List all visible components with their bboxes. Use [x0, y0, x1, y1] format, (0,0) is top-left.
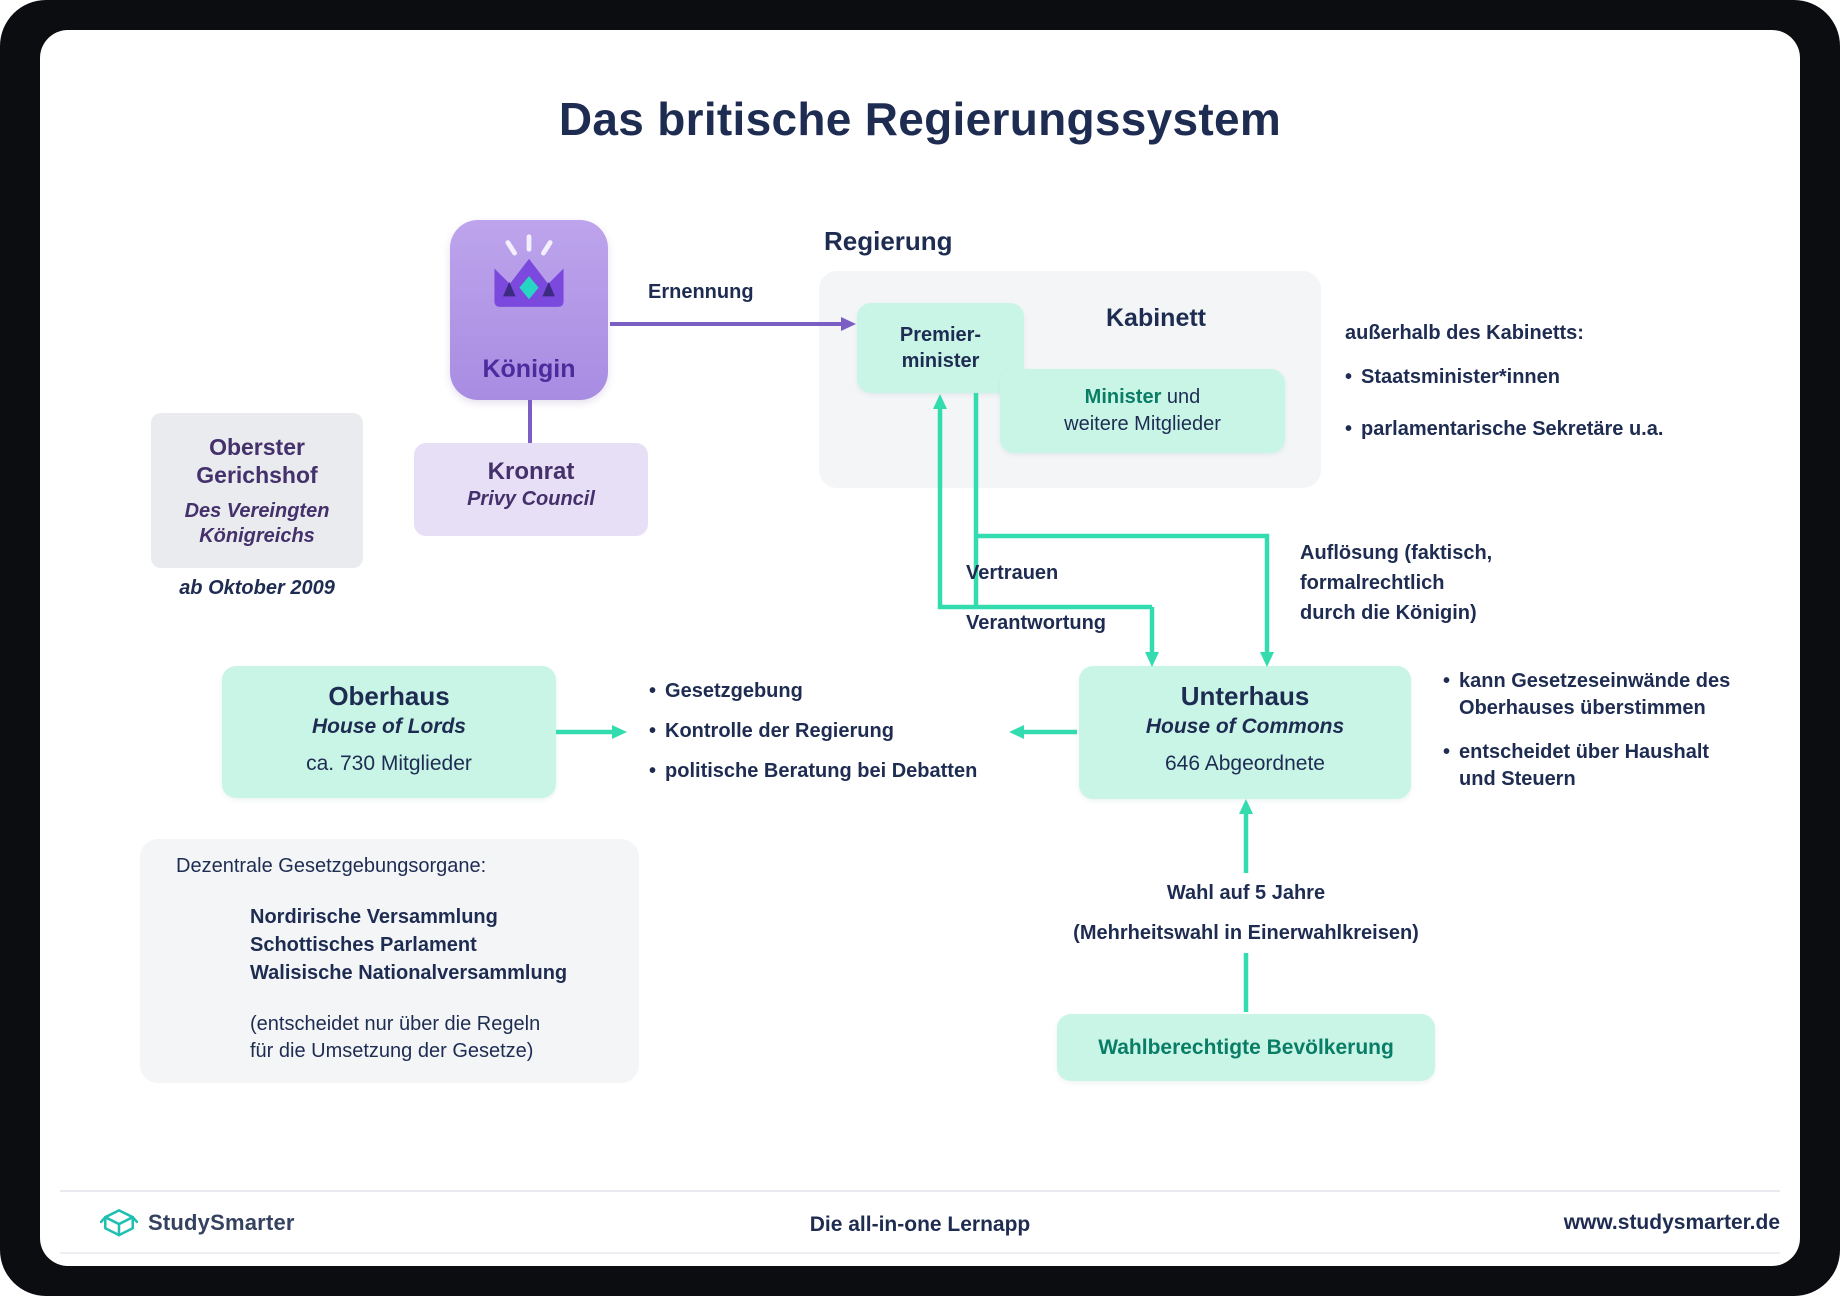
function-item: • Kontrolle der Regierung — [649, 720, 977, 743]
unterhaus-box: Unterhaus House of Commons 646 Abgeordne… — [1079, 666, 1411, 799]
power-item-label: entscheidet über Haushalt und Steuern — [1459, 741, 1710, 790]
kronrat-title: Kronrat — [487, 458, 575, 485]
outside-cabinet-item: • parlamentarische Sekretäre u.a. — [1345, 418, 1663, 441]
devolved-heading: Dezentrale Gesetzgebungsorgane: — [176, 855, 487, 877]
power-item-label: kann Gesetzeseinwände des Oberhauses übe… — [1459, 670, 1731, 719]
vertrauen-label: Vertrauen — [966, 562, 1059, 584]
function-item-label: Kontrolle der Regierung — [665, 720, 894, 742]
supreme-court-subtitle: Des Vereingten Königreichs — [184, 500, 330, 548]
supreme-court-name: Oberster Gerichshof — [196, 434, 318, 489]
power-item: • kann Gesetzeseinwände des Oberhauses ü… — [1443, 668, 1739, 722]
footer-separator — [60, 1190, 1780, 1192]
function-item-label: politische Beratung bei Debatten — [665, 760, 978, 782]
page-title: Das britische Regierungssystem — [558, 93, 1282, 145]
oberhaus-title: Oberhaus — [328, 681, 450, 711]
unterhaus-info: 646 Abgeordnete — [1165, 752, 1325, 775]
bullet-marker: • — [1443, 741, 1451, 763]
footer-tagline: Die all-in-one Lernapp — [809, 1213, 1031, 1236]
queen-label: Königin — [482, 355, 576, 383]
function-item-label: Gesetzgebung — [665, 680, 803, 702]
minister-bold-text: Minister — [1084, 386, 1162, 408]
power-item: • entscheidet über Haushalt und Steuern — [1443, 739, 1739, 793]
brand-name: StudySmarter — [148, 1210, 295, 1235]
bullet-marker: • — [1443, 670, 1451, 692]
premierminister-box: Premier- minister — [857, 303, 1024, 393]
unterhaus-subtitle: House of Commons — [1145, 715, 1345, 738]
oberhaus-info: ca. 730 Mitglieder — [306, 752, 472, 775]
oberhaus-box: Oberhaus House of Lords ca. 730 Mitglied… — [222, 666, 556, 798]
crown-icon — [494, 234, 564, 307]
function-item: • Gesetzgebung — [649, 680, 977, 703]
supreme-court-box: Oberster Gerichshof Des Vereingten König… — [151, 413, 363, 568]
unterhaus-powers-list: • kann Gesetzeseinwände des Oberhauses ü… — [1443, 668, 1739, 793]
oberhaus-subtitle: House of Lords — [311, 715, 466, 738]
aufloesung-label: Auflösung (faktisch, formalrechtlich dur… — [1300, 542, 1493, 624]
studysmarter-logo: StudySmarter — [100, 1203, 295, 1243]
kabinett-label: Kabinett — [1106, 304, 1206, 332]
outside-cabinet-item-label: parlamentarische Sekretäre u.a. — [1361, 418, 1664, 440]
kronrat-subtitle: Privy Council — [467, 488, 595, 510]
court-since-label: ab Oktober 2009 — [179, 577, 335, 599]
outside-cabinet-item: • Staatsminister*innen — [1345, 366, 1560, 389]
open-box-logo-icon — [100, 1209, 138, 1237]
bullet-marker: • — [649, 760, 657, 782]
outside-cabinet-item-label: Staatsminister*innen — [1361, 366, 1560, 388]
devolved-panel: Dezentrale Gesetzgebungsorgane: Nordiris… — [140, 839, 639, 1083]
devolved-note: (entscheidet nur über die Regeln für die… — [250, 1013, 541, 1062]
bullet-marker: • — [1345, 366, 1353, 388]
unterhaus-title: Unterhaus — [1180, 681, 1310, 711]
electorate-box: Wahlberechtigte Bevölkerung — [1057, 1014, 1435, 1081]
parliament-functions-list: • Gesetzgebung • Kontrolle der Regierung… — [649, 680, 977, 783]
minister-label: Minister und weitere Mitglieder — [1064, 384, 1221, 438]
election-label: Wahl auf 5 Jahre (Mehrheitswahl in Einer… — [1046, 873, 1446, 953]
devolved-bodies: Nordirische Versammlung Schottisches Par… — [250, 906, 568, 984]
kronrat-box: Kronrat Privy Council — [414, 443, 648, 536]
bullet-marker: • — [649, 680, 657, 702]
queen-box: Königin — [450, 220, 608, 400]
ernennung-arrow-label: Ernennung — [648, 281, 754, 303]
bullet-marker: • — [649, 720, 657, 742]
function-item: • politische Beratung bei Debatten — [649, 760, 977, 783]
regierung-section-label: Regierung — [824, 226, 953, 256]
verantwortung-label: Verantwortung — [966, 612, 1107, 634]
bullet-marker: • — [1345, 418, 1353, 440]
minister-box: Minister und weitere Mitglieder — [1000, 369, 1285, 453]
footer-url: www.studysmarter.de — [1563, 1211, 1780, 1234]
outside-cabinet-heading: außerhalb des Kabinetts: — [1345, 322, 1584, 344]
footer-separator — [60, 1252, 1780, 1254]
